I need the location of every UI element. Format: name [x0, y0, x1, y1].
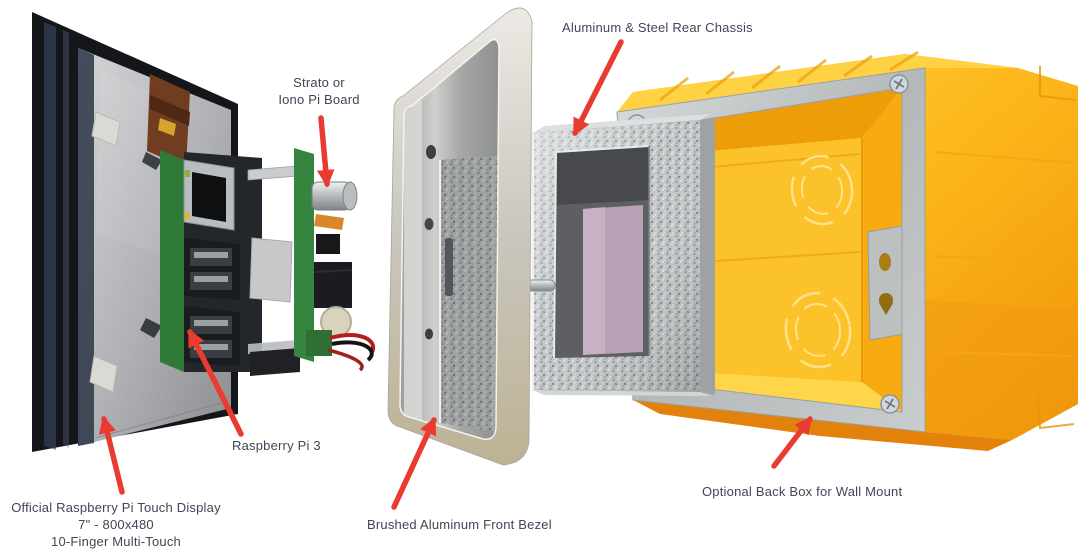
back-box-top-ribs [659, 50, 919, 102]
knockout-rings [784, 154, 854, 369]
arrow-to-iono-board [316, 115, 335, 188]
back-box-underside [633, 400, 1012, 451]
bezel-recess-details [404, 100, 499, 432]
back-box-back-wall [697, 138, 862, 382]
iono-pi-board [294, 148, 376, 372]
panel-clip [89, 355, 118, 393]
label-back-box: Optional Back Box for Wall Mount [702, 484, 903, 499]
arrow-to-back-box [771, 416, 813, 469]
front-bezel [387, 7, 533, 466]
label-strato-iono-board: Strato or Iono Pi Board [278, 75, 360, 107]
display-ribbon-cable [147, 74, 190, 168]
rear-chassis [526, 114, 715, 396]
raspberry-pi3-board [160, 150, 293, 372]
back-box-corner-tabs [1037, 66, 1077, 430]
back-box-side-seams [934, 151, 1076, 357]
back-wall-seams [699, 153, 861, 263]
label-raspberry-pi3: Raspberry Pi 3 [232, 438, 321, 453]
arrow-to-chassis [572, 39, 624, 137]
arrow-to-raspberry-pi [187, 328, 244, 437]
fpc-ribbon [249, 237, 293, 303]
arrow-to-display [98, 415, 125, 495]
bezel-stud-pin [526, 279, 556, 292]
arrow-to-bezel [391, 416, 437, 510]
panel-clip [91, 111, 121, 147]
ethernet-port [183, 159, 235, 231]
label-rear-chassis: Aluminum & Steel Rear Chassis [562, 20, 753, 35]
wires [327, 333, 376, 372]
interior-bracket [867, 225, 905, 341]
label-touch-display: Official Raspberry Pi Touch Display 7" -… [11, 500, 221, 549]
chassis-window [553, 145, 650, 359]
label-front-bezel: Brushed Aluminum Front Bezel [367, 517, 552, 532]
callout-arrows [98, 39, 813, 510]
